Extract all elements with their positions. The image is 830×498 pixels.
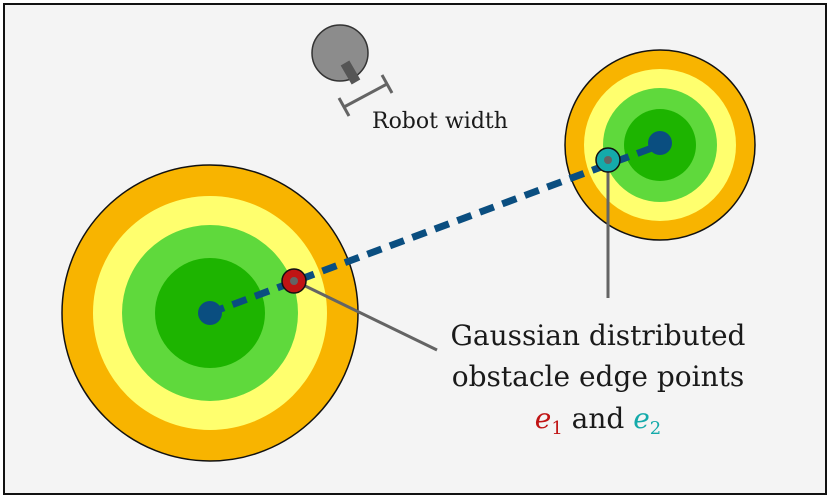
e2-subscript: 2 bbox=[650, 418, 661, 439]
robot-icon bbox=[311, 24, 369, 85]
caption-line-1: Gaussian distributed bbox=[451, 319, 746, 352]
obstacle-right-center bbox=[648, 131, 672, 155]
pointer-line-e1 bbox=[294, 279, 438, 352]
robot-width-bar bbox=[343, 82, 388, 109]
e2-symbol: e bbox=[633, 402, 650, 435]
robot-width-dimension bbox=[337, 74, 394, 117]
edge-point-e1-dot bbox=[290, 277, 298, 285]
robot-width-cap-left bbox=[337, 97, 351, 117]
caption-line-3: e1 and e2 bbox=[535, 402, 662, 439]
caption-conjunction: and bbox=[563, 402, 633, 435]
robot-body bbox=[311, 24, 369, 82]
robot-width-cap-right bbox=[380, 74, 394, 94]
robot-heading-marker bbox=[340, 60, 361, 85]
caption-line-2: obstacle edge points bbox=[452, 360, 744, 393]
e1-subscript: 1 bbox=[551, 418, 562, 439]
robot-width-label: Robot width bbox=[372, 109, 508, 134]
caption: Gaussian distributed obstacle edge point… bbox=[451, 319, 746, 439]
obstacle-left-center bbox=[198, 301, 222, 325]
edge-point-e2-dot bbox=[604, 156, 612, 164]
e1-symbol: e bbox=[535, 402, 552, 435]
